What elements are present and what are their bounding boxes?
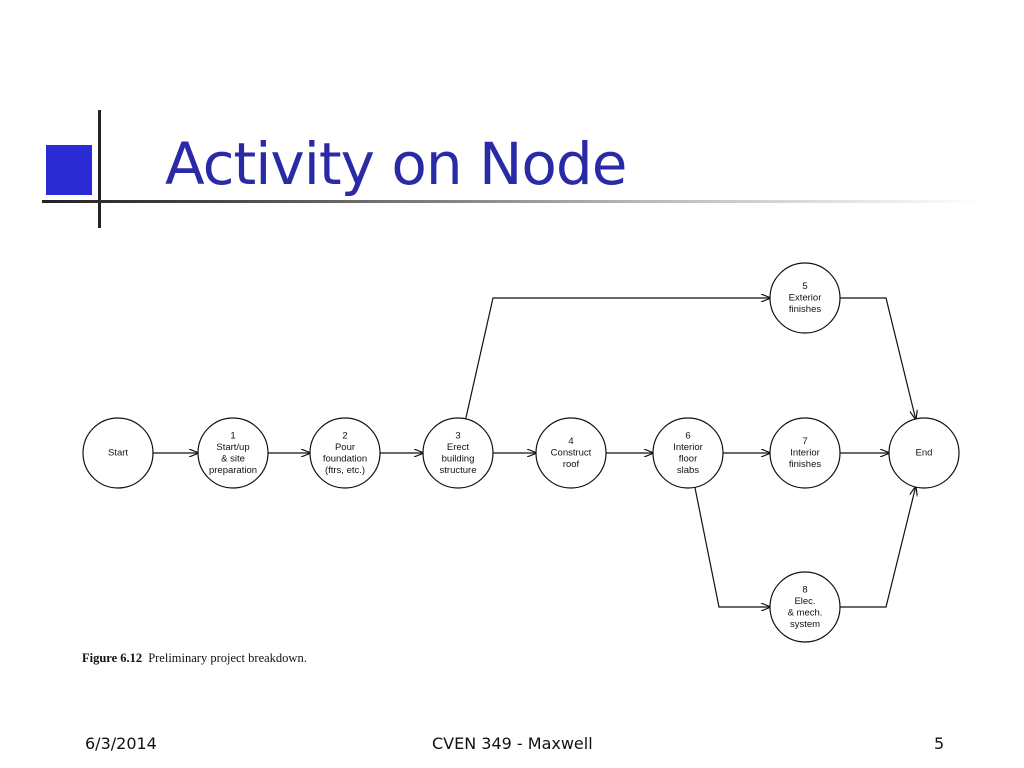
node-label-line: 4	[568, 436, 573, 447]
slide-title: Activity on Node	[165, 130, 627, 198]
node-label-line: 1	[230, 430, 235, 441]
edge-3-to-5	[465, 298, 770, 419]
edge-5-to-end	[840, 297, 916, 419]
footer-date: 6/3/2014	[85, 734, 157, 753]
node-circle	[888, 417, 960, 489]
node-label-line: 3	[455, 430, 460, 441]
node-label-line: Start/up	[216, 442, 249, 453]
node-circle	[422, 417, 494, 489]
node-label-line: system	[790, 619, 820, 630]
footer-page-number: 5	[934, 734, 945, 753]
footer-course: CVEN 349 - Maxwell	[432, 734, 593, 753]
node-circle	[309, 417, 381, 489]
node-label-line: roof	[563, 459, 580, 470]
node-circle	[652, 417, 724, 489]
node-circle	[769, 417, 841, 489]
node-label-line: preparation	[209, 465, 257, 476]
node-start: Start	[82, 417, 154, 489]
figure-caption-text: Preliminary project breakdown.	[148, 651, 307, 665]
node-circle	[82, 417, 154, 489]
node-label-line: 5	[802, 281, 807, 292]
node-label-line: & mech.	[788, 607, 823, 618]
node-label-line: structure	[440, 465, 477, 476]
node-circle	[769, 571, 841, 643]
node-end: End	[888, 417, 960, 489]
node-label-line: Start	[108, 448, 128, 459]
node-label-line: 8	[802, 584, 807, 595]
figure-caption-label: Figure 6.12	[82, 651, 143, 665]
node-label-line: (ftrs, etc.)	[325, 465, 365, 476]
title-horizontal-rule	[42, 200, 982, 203]
node-circle	[769, 262, 841, 334]
node-label-line: Erect	[447, 442, 470, 453]
title-bullet-square	[46, 145, 92, 195]
node-label-line: Elec.	[794, 596, 815, 607]
node-label-line: 2	[342, 430, 347, 441]
figure-caption: Figure 6.12 Preliminary project breakdown…	[82, 651, 307, 666]
node-label-line: foundation	[323, 453, 367, 464]
node-label-line: 6	[685, 430, 690, 441]
node-circle	[197, 417, 269, 489]
node-label-line: slabs	[677, 465, 699, 476]
node-label-line: Interior	[673, 442, 703, 453]
node-label-line: Construct	[551, 448, 592, 459]
node-label-line: Pour	[335, 442, 355, 453]
edge-6-to-8	[694, 487, 770, 607]
node-label-line: 7	[802, 436, 807, 447]
node-label-line: Interior	[790, 448, 820, 459]
title-vertical-rule	[98, 110, 101, 228]
node-label-line: Exterior	[789, 293, 822, 304]
node-label-line: & site	[221, 453, 245, 464]
node-label-line: floor	[679, 453, 697, 464]
node-label-line: building	[442, 453, 475, 464]
node-label-line: finishes	[789, 459, 821, 470]
node-circle	[535, 417, 607, 489]
node-label-line: End	[916, 448, 933, 459]
edges-layer	[153, 298, 916, 607]
edge-8-to-end	[840, 487, 916, 608]
node-label-line: finishes	[789, 304, 821, 315]
